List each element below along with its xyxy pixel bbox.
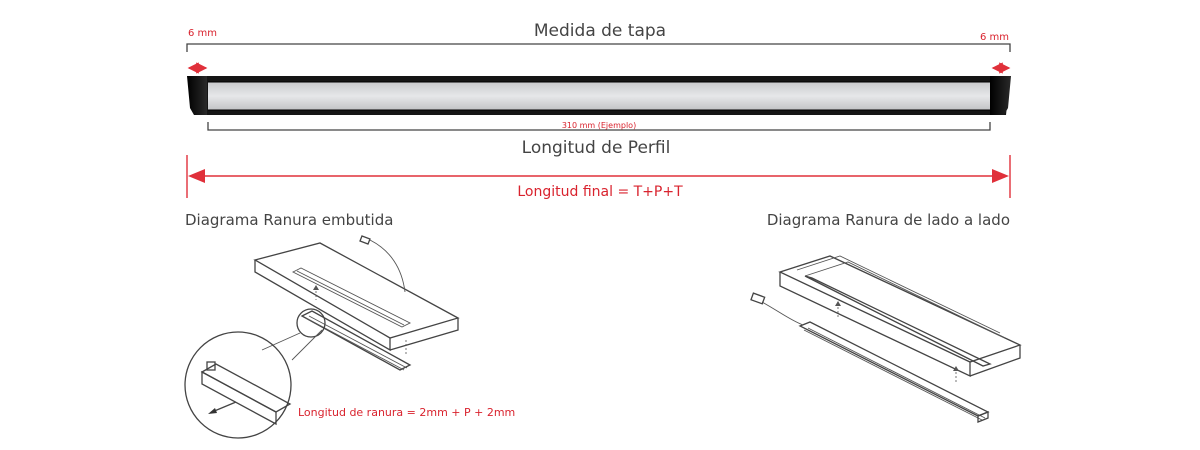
- cover-measure-bracket: [186, 43, 1011, 52]
- groove-length-formula: Longitud de ranura = 2mm + P + 2mm: [298, 406, 515, 419]
- side-groove-title: Diagrama Ranura de lado a lado: [767, 211, 1010, 229]
- left-end-cap: [187, 76, 207, 115]
- led-profile-bar: [187, 76, 1011, 115]
- recessed-groove-title: Diagrama Ranura embutida: [185, 211, 393, 229]
- left-cap-label: 6 mm: [188, 28, 217, 39]
- final-length-label: Longitud final = T+P+T: [517, 184, 683, 200]
- final-length-dimension: [186, 155, 1011, 198]
- side-groove-illustration: [750, 255, 1022, 423]
- profile-length-label: Longitud de Perfil: [522, 138, 671, 158]
- right-end-cap: [990, 76, 1011, 115]
- cover-measure-label: Medida de tapa: [534, 21, 666, 41]
- right-cap-label: 6 mm: [980, 32, 1009, 43]
- profile-diffuser: [208, 82, 990, 110]
- example-length-label: 310 mm (Ejemplo): [562, 121, 636, 130]
- recessed-groove-illustration: [184, 235, 460, 439]
- profile-length-bracket: [207, 122, 991, 131]
